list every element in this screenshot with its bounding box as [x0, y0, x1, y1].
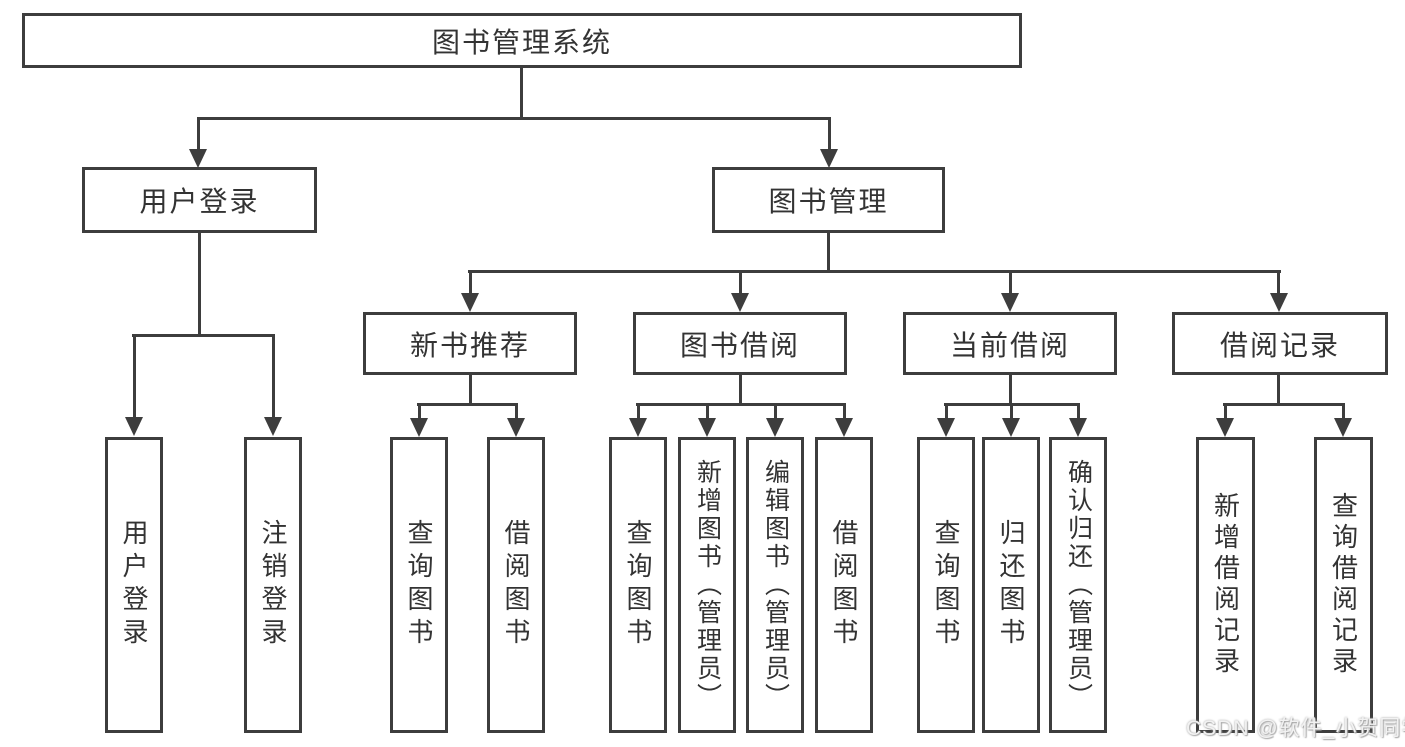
- arrowhead-down-icon: [1270, 293, 1288, 312]
- connector-leaf-stem: [1010, 405, 1013, 420]
- leaf-label: 查询图书: [931, 519, 961, 651]
- connector-borrow-hline: [636, 403, 846, 406]
- arrowhead-down-icon: [820, 149, 838, 168]
- connector-mgmt-stem: [827, 233, 830, 272]
- arrowhead-down-icon: [1002, 418, 1020, 437]
- leaf-label: 借阅图书: [829, 519, 859, 651]
- connector-leaf-stem: [1224, 405, 1227, 420]
- node-label: 新书推荐: [409, 329, 530, 361]
- leaf-add-borrow-record: 新增借阅记录: [1196, 437, 1255, 733]
- leaf-label: 确认归还（管理员）: [1064, 459, 1093, 711]
- connector-leaf-stem: [774, 405, 777, 420]
- node-new-book-recommend: 新书推荐: [363, 312, 577, 375]
- leaf-label: 新增借阅记录: [1210, 492, 1241, 678]
- leaf-confirm-return-admin: 确认归还（管理员）: [1049, 437, 1107, 733]
- leaf-logout: 注销登录: [244, 437, 302, 733]
- leaf-add-book-admin: 新增图书（管理员）: [678, 437, 736, 733]
- leaf-edit-book-admin: 编辑图书（管理员）: [746, 437, 804, 733]
- arrowhead-down-icon: [1216, 418, 1234, 437]
- connector-login-stem: [198, 233, 201, 335]
- connector-newbook-stem: [469, 272, 472, 295]
- connector-level3-hline: [468, 270, 1281, 273]
- arrowhead-down-icon: [1001, 293, 1019, 312]
- node-book-management: 图书管理: [712, 167, 945, 233]
- arrowhead-down-icon: [507, 418, 525, 437]
- leaf-borrow-book-newbook: 借阅图书: [487, 437, 545, 733]
- arrowhead-down-icon: [1069, 418, 1087, 437]
- leaf-label: 查询图书: [404, 519, 434, 651]
- connector-leaf-stem: [1077, 405, 1080, 420]
- connector-root-stem: [520, 68, 523, 118]
- arrowhead-down-icon: [766, 418, 784, 437]
- leaf-label: 编辑图书（管理员）: [761, 459, 790, 711]
- leaf-query-book-current: 查询图书: [917, 437, 975, 733]
- connector-record-stem: [1277, 272, 1280, 295]
- node-book-borrow: 图书借阅: [633, 312, 847, 375]
- csdn-watermark: CSDN @软件_小贺同学: [1186, 717, 1405, 740]
- leaf-query-book-borrow: 查询图书: [609, 437, 667, 733]
- connector-leaf-stem: [515, 405, 518, 420]
- arrowhead-down-icon: [189, 149, 207, 168]
- connector-current-hline: [944, 403, 1080, 406]
- connector-borrow-down: [739, 375, 742, 405]
- connector-book-mgmt-stem: [828, 119, 831, 151]
- arrowhead-down-icon: [731, 293, 749, 312]
- leaf-query-borrow-record: 查询借阅记录: [1314, 437, 1373, 733]
- connector-record-down: [1277, 375, 1280, 405]
- connector-leaf-stem: [945, 405, 948, 420]
- leaf-borrow-book-borrow: 借阅图书: [815, 437, 873, 733]
- node-label: 图书借阅: [679, 329, 800, 361]
- leaf-label: 注销登录: [258, 519, 288, 651]
- leaf-label: 借阅图书: [501, 519, 531, 651]
- leaf-label: 用户登录: [119, 519, 149, 651]
- connector-leaf-stem: [418, 405, 421, 420]
- node-label: 当前借阅: [949, 329, 1070, 361]
- leaf-label: 新增图书（管理员）: [693, 459, 722, 711]
- node-label: 借阅记录: [1219, 329, 1340, 361]
- leaf-label: 查询图书: [623, 519, 653, 651]
- connector-user-login-stem: [197, 119, 200, 151]
- arrowhead-down-icon: [1334, 418, 1352, 437]
- connector-newbook-down: [469, 375, 472, 405]
- connector-login-hline: [132, 334, 275, 337]
- arrowhead-down-icon: [629, 418, 647, 437]
- arrowhead-down-icon: [698, 418, 716, 437]
- leaf-label: 归还图书: [996, 519, 1026, 651]
- connector-leaf-stem: [843, 405, 846, 420]
- node-label: 图书管理系统: [431, 26, 612, 58]
- connector-record-hline: [1223, 403, 1345, 406]
- arrowhead-down-icon: [410, 418, 428, 437]
- node-label: 图书管理: [768, 186, 889, 217]
- leaf-query-book-newbook: 查询图书: [390, 437, 448, 733]
- connector-login-leaf1-stem: [133, 336, 136, 418]
- connector-login-leaf2-stem: [272, 336, 275, 418]
- leaf-return-book: 归还图书: [982, 437, 1040, 733]
- connector-leaf-stem: [1342, 405, 1345, 420]
- node-borrow-record: 借阅记录: [1172, 312, 1388, 375]
- arrowhead-down-icon: [461, 293, 479, 312]
- leaf-label: 查询借阅记录: [1328, 492, 1359, 678]
- arrowhead-down-icon: [835, 418, 853, 437]
- arrowhead-down-icon: [264, 417, 282, 436]
- connector-borrow-stem: [739, 272, 742, 295]
- node-current-borrow: 当前借阅: [903, 312, 1117, 375]
- connector-newbook-hline: [417, 403, 518, 406]
- arrowhead-down-icon: [937, 418, 955, 437]
- node-label: 用户登录: [139, 186, 260, 217]
- leaf-user-login: 用户登录: [105, 437, 163, 733]
- arrowhead-down-icon: [125, 417, 143, 436]
- connector-level2-hline: [197, 117, 831, 120]
- node-library-system: 图书管理系统: [22, 13, 1022, 68]
- connector-leaf-stem: [637, 405, 640, 420]
- node-user-login: 用户登录: [82, 167, 317, 233]
- connector-leaf-stem: [706, 405, 709, 420]
- connector-current-stem: [1009, 272, 1012, 295]
- connector-current-down: [1009, 375, 1012, 405]
